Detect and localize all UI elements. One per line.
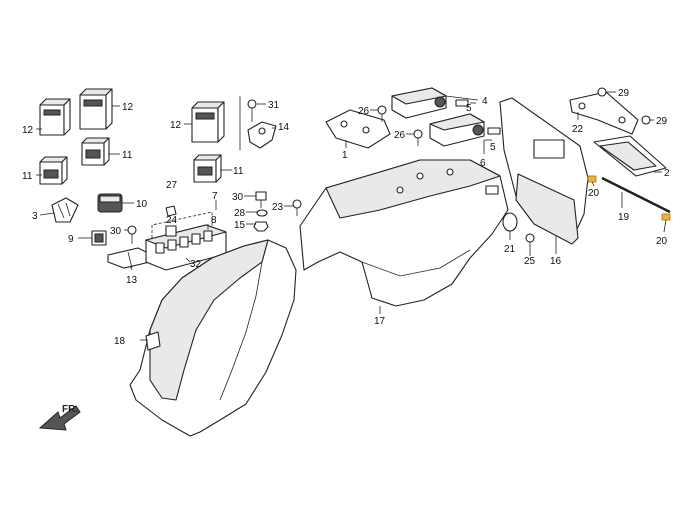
relay-11-right <box>193 154 222 183</box>
callout-28: 28 <box>234 208 246 219</box>
grommet-21 <box>502 212 518 232</box>
callout-11-right: 11 <box>233 166 244 177</box>
callout-11-left: 11 <box>22 171 33 182</box>
callout-12-left: 12 <box>22 125 34 136</box>
relay-11-middle <box>81 137 110 166</box>
callout-5-bottom: 5 <box>490 142 496 153</box>
bracket-13 <box>107 247 151 269</box>
callout-16: 16 <box>550 256 562 267</box>
bracket-3 <box>51 197 79 223</box>
callout-18: 18 <box>114 336 126 347</box>
clip-20-left <box>587 175 597 183</box>
screw-29-right <box>641 115 651 125</box>
fuse-24 <box>165 225 177 237</box>
rear-fender-18 <box>129 239 297 437</box>
screw-25 <box>525 233 535 250</box>
module-6 <box>429 113 485 147</box>
callout-32: 32 <box>190 259 202 270</box>
callout-26-top: 26 <box>358 106 370 117</box>
pad-5-bottom <box>487 127 501 135</box>
callout-29-top: 29 <box>618 88 630 99</box>
clip-9 <box>91 230 107 246</box>
relay-11-left <box>39 156 68 185</box>
callout-3: 3 <box>32 211 38 222</box>
callout-27: 27 <box>166 180 178 191</box>
callout-2: 2 <box>664 168 670 179</box>
callout-30-left: 30 <box>110 226 122 237</box>
callout-30-right: 30 <box>232 192 244 203</box>
bolt-26-bottom <box>413 129 423 146</box>
callout-12-right: 12 <box>170 120 182 131</box>
license-bracket-16 <box>499 97 589 245</box>
callout-20-right: 20 <box>656 236 668 247</box>
callout-31: 31 <box>268 100 280 111</box>
relay-12-right <box>191 101 225 143</box>
callout-6: 6 <box>480 158 486 169</box>
callout-15: 15 <box>234 220 246 231</box>
callout-9: 9 <box>68 234 74 245</box>
callout-19: 19 <box>618 212 630 223</box>
bolt-31 <box>247 99 257 122</box>
pad-5-top <box>455 99 469 107</box>
bracket-14 <box>247 121 277 149</box>
callout-7: 7 <box>212 191 218 202</box>
callout-29-right: 29 <box>656 116 668 127</box>
callout-1: 1 <box>342 150 348 161</box>
leader-lines <box>36 91 667 341</box>
callout-8: 8 <box>211 215 217 226</box>
inner-fender-17 <box>299 159 509 307</box>
fr-label: FR. <box>62 404 78 415</box>
callout-25: 25 <box>524 256 536 267</box>
callout-11-middle: 11 <box>122 150 133 161</box>
callout-5-top: 5 <box>466 103 472 114</box>
screw-23 <box>292 199 302 216</box>
relay-12-middle <box>79 88 113 130</box>
callout-4: 4 <box>482 96 488 107</box>
bolt-30-left <box>127 225 137 244</box>
callout-20-left: 20 <box>588 188 600 199</box>
callout-17: 17 <box>374 316 386 327</box>
callout-26-bottom: 26 <box>394 130 406 141</box>
relay-12-left <box>39 98 71 136</box>
front-direction-arrow-icon: FR. <box>38 404 81 431</box>
callout-12-middle: 12 <box>122 102 134 113</box>
nut-15 <box>253 221 269 232</box>
bracket-1 <box>325 109 391 149</box>
bolt-30-right <box>255 191 267 208</box>
clip-20-right <box>661 213 671 221</box>
rod-19 <box>601 176 671 214</box>
callout-24: 24 <box>166 215 178 226</box>
callout-21: 21 <box>504 244 516 255</box>
screw-29-top <box>597 87 607 97</box>
callout-13: 13 <box>126 275 138 286</box>
connector-10 <box>97 193 123 213</box>
bolt-26-top <box>377 105 387 122</box>
washer-28 <box>256 209 268 217</box>
callout-23: 23 <box>272 202 284 213</box>
bolt-27 <box>165 205 177 217</box>
callout-14: 14 <box>278 122 290 133</box>
lamp-2 <box>593 135 667 177</box>
callout-10: 10 <box>136 199 148 210</box>
callout-22: 22 <box>572 124 584 135</box>
module-4 <box>391 87 447 119</box>
